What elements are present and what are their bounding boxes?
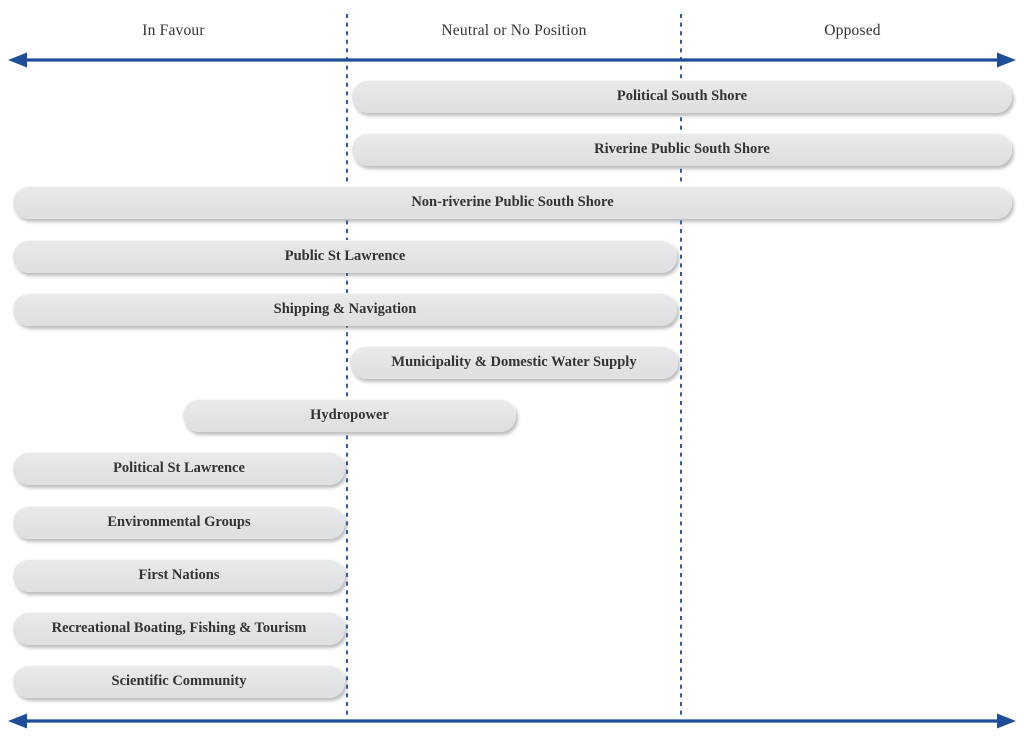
arrowhead-right-icon xyxy=(997,713,1016,729)
stakeholder-bar-label: Riverine Public South Shore xyxy=(594,141,770,157)
stakeholder-bar-label: Non-riverine Public South Shore xyxy=(411,194,614,210)
column-header-neutral: Neutral or No Position xyxy=(441,22,587,39)
stakeholder-bar-label: Public St Lawrence xyxy=(284,248,406,264)
stakeholder-bar: Public St Lawrence xyxy=(13,240,677,273)
stakeholder-bar: Political St Lawrence xyxy=(13,452,345,485)
stakeholder-bar: Hydropower xyxy=(183,399,516,432)
arrowhead-left-icon xyxy=(8,713,27,729)
stakeholder-bar-label: First Nations xyxy=(138,567,220,583)
stakeholder-bar: First Nations xyxy=(13,559,345,592)
stakeholder-bar-label: Recreational Boating, Fishing & Tourism xyxy=(51,620,307,636)
stakeholder-bar: Riverine Public South Shore xyxy=(352,133,1012,166)
stakeholder-bar-label: Shipping & Navigation xyxy=(273,301,417,317)
spectrum-arrow-bottom xyxy=(8,713,1016,729)
stakeholder-bar-label: Municipality & Domestic Water Supply xyxy=(391,354,637,370)
stakeholder-bar: Political South Shore xyxy=(352,80,1012,113)
stakeholder-bar-label: Hydropower xyxy=(310,407,389,423)
stakeholder-bar: Recreational Boating, Fishing & Tourism xyxy=(13,612,345,645)
column-header-in-favour: In Favour xyxy=(142,22,205,39)
stakeholder-bar: Non-riverine Public South Shore xyxy=(13,186,1012,219)
stakeholder-bar: Municipality & Domestic Water Supply xyxy=(350,346,678,379)
stakeholder-bar: Shipping & Navigation xyxy=(13,293,677,326)
arrowhead-left-icon xyxy=(8,52,27,68)
stakeholder-bar-label: Environmental Groups xyxy=(107,514,251,530)
stakeholder-bar-label: Political St Lawrence xyxy=(113,460,245,476)
column-header-opposed: Opposed xyxy=(824,22,881,39)
stakeholder-bar-label: Political South Shore xyxy=(616,88,748,104)
spectrum-arrow-top xyxy=(8,52,1016,68)
stakeholder-bar: Environmental Groups xyxy=(13,506,345,539)
arrowhead-right-icon xyxy=(997,52,1016,68)
stakeholder-bar: Scientific Community xyxy=(13,665,345,698)
stakeholder-bar-label: Scientific Community xyxy=(111,673,247,689)
